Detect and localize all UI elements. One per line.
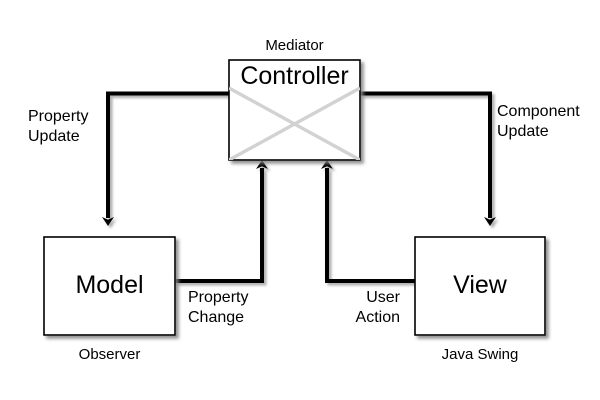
node-model[interactable] — [43, 236, 176, 336]
controller-cross-icon — [229, 86, 360, 160]
node-view[interactable] — [414, 236, 546, 336]
edge-model-to-controller — [175, 160, 268, 283]
edge-controller-to-view — [360, 91, 496, 226]
edge-view-to-controller — [321, 160, 415, 283]
node-controller[interactable] — [228, 59, 361, 161]
edge-controller-to-model — [102, 91, 229, 226]
